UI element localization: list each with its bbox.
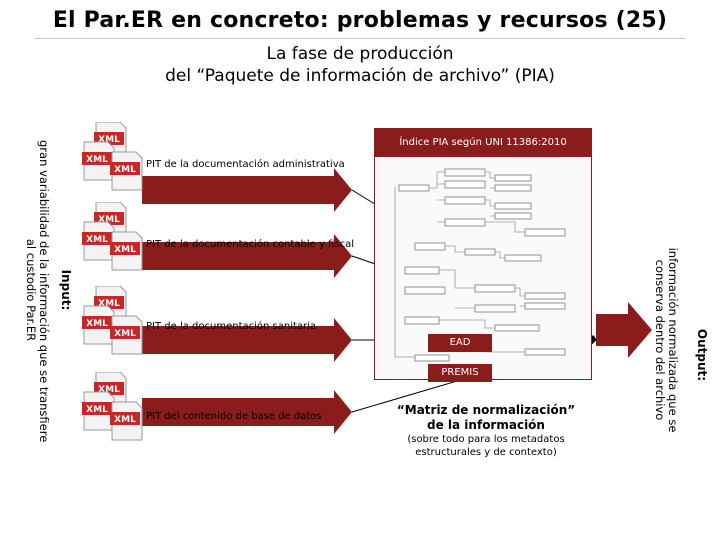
- svg-text:XML: XML: [86, 405, 108, 415]
- pit-label-contable: PIT de la documentación contable y fisca…: [146, 239, 354, 250]
- premis-label: PREMIS: [428, 364, 492, 382]
- output-side-note-line-2: conserva dentro del archivo: [653, 259, 667, 421]
- matrix-note: (sobre todo para los metadatos estructur…: [380, 433, 592, 459]
- subtitle-line-1: La fase de producción: [266, 44, 454, 64]
- input-arrow-1: [142, 168, 352, 212]
- schema-tree-graphic: [394, 168, 566, 362]
- svg-text:XML: XML: [86, 235, 108, 245]
- svg-text:XML: XML: [86, 155, 108, 165]
- matrix-note-line-2: estructurales y de contexto): [415, 447, 557, 458]
- svg-text:XML: XML: [98, 299, 120, 309]
- svg-text:XML: XML: [86, 319, 108, 329]
- matrix-title-line-1: “Matriz de normalización”: [396, 403, 576, 417]
- svg-text:XML: XML: [98, 215, 120, 225]
- output-label: Output:: [695, 328, 709, 382]
- pit-label-sanitaria: PIT de la documentación sanitaria: [146, 321, 317, 332]
- matrix-title: “Matriz de normalización” de la informac…: [380, 403, 592, 433]
- xml-files-icon: XML XML XML: [82, 201, 152, 274]
- xml-files-icon: XML XML XML: [82, 371, 152, 444]
- subtitle-line-2: del “Paquete de información de archivo” …: [165, 66, 555, 86]
- svg-text:XML: XML: [114, 165, 136, 175]
- title-divider: [35, 38, 685, 39]
- output-side-note-line-1: información normalizada que se: [666, 247, 680, 433]
- pit-label-administrativa: PIT de la documentación administrativa: [146, 159, 345, 170]
- matrix-title-line-2: de la información: [427, 418, 545, 432]
- matrix-note-line-1: (sobre todo para los metadatos: [407, 434, 565, 445]
- input-arrow-3: [142, 318, 352, 362]
- pia-index-header: Índice PIA según UNI 11386:2010: [374, 128, 592, 156]
- slide-title: El Par.ER en concreto: problemas y recur…: [52, 8, 668, 33]
- output-arrow: [596, 302, 652, 358]
- output-side-note: información normalizada que se conserva …: [653, 240, 680, 440]
- xml-files-icon: XML XML XML: [82, 285, 152, 358]
- svg-text:XML: XML: [114, 329, 136, 339]
- svg-text:XML: XML: [114, 245, 136, 255]
- svg-text:XML: XML: [98, 135, 120, 145]
- ead-label: EAD: [428, 334, 492, 352]
- pit-label-base-datos: PIT del contenido de base de datos: [146, 411, 322, 422]
- input-arrow-4: [142, 390, 352, 434]
- svg-text:XML: XML: [98, 385, 120, 395]
- input-arrow-2: [142, 234, 352, 278]
- svg-text:XML: XML: [114, 415, 136, 425]
- xml-files-icon: XML XML XML: [82, 121, 152, 194]
